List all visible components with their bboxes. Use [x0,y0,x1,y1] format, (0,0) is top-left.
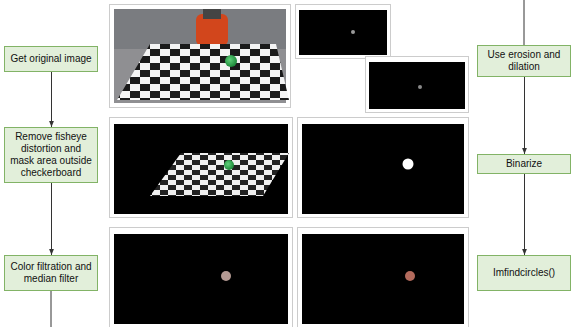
process-box: Imfindcircles() [477,255,571,291]
step-label: Binarize [502,156,546,172]
flow-stub [524,0,525,45]
flow-arrow [51,183,52,255]
binary-image [298,118,469,218]
process-box: Color filtration and median filter [4,255,98,291]
flow-arrow [51,72,52,127]
process-box: Use erosion and dilation [477,45,571,77]
flow-stub [51,291,52,327]
process-box: Binarize [477,154,571,174]
original-photo [110,5,291,108]
filtered-image [110,228,293,327]
step-label: Use erosion and dilation [478,47,570,75]
flow-arrow [524,77,525,154]
erosion-result-2 [366,57,469,113]
step-label: Imfindcircles() [489,265,559,281]
process-box: Get original image [4,46,98,72]
erosion-result-1 [296,5,391,59]
step-label: Get original image [6,51,95,67]
step-label: Remove fisheye distortion and mask area … [5,129,97,181]
process-box: Remove fisheye distortion and mask area … [4,127,98,183]
masked-image [110,118,293,218]
flow-arrow [524,174,525,255]
filtered-green-image [298,228,469,327]
step-label: Color filtration and median filter [5,259,97,287]
